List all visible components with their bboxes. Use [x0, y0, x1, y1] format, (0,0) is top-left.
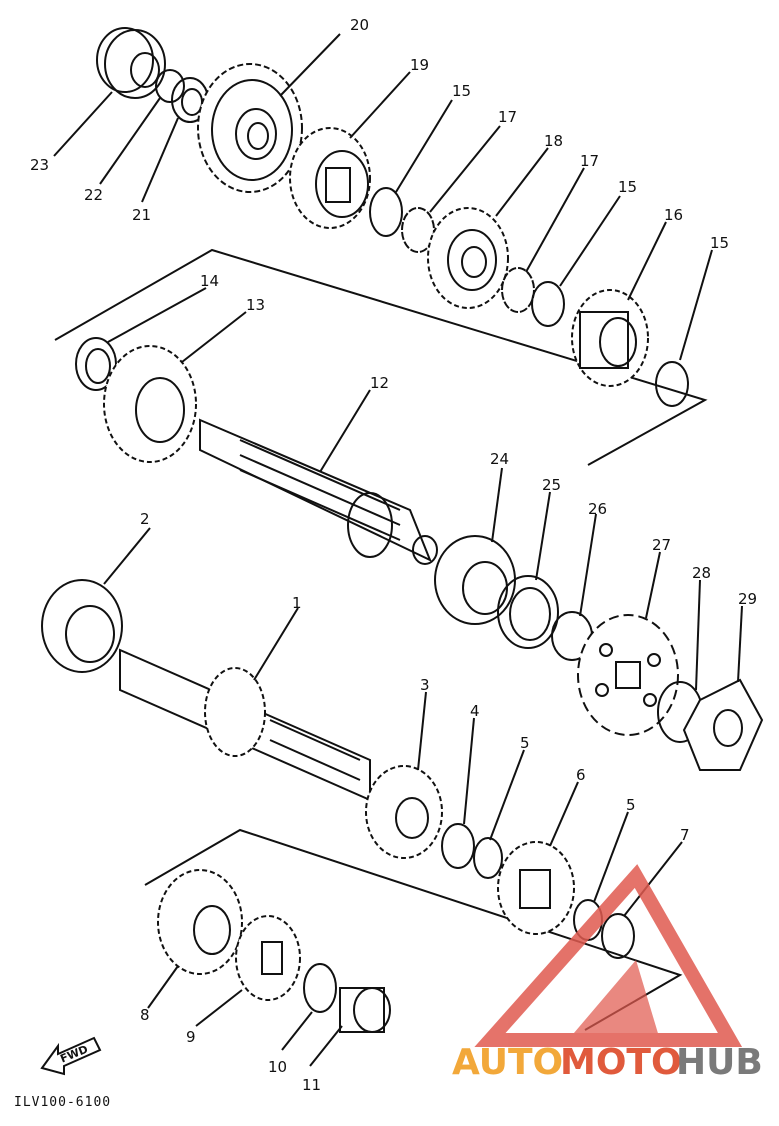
circlip-5a [473, 837, 503, 879]
watermark-text: AUTO MOTO HUB [452, 1042, 763, 1083]
callout-10: 10 [268, 1058, 287, 1076]
sprocket-27 [577, 614, 679, 736]
circlip-15a [369, 187, 403, 237]
callout-17-a: 17 [498, 108, 517, 126]
gear-8 [157, 869, 243, 975]
callout-labels: 20 19 15 17 18 17 15 16 15 23 22 21 14 1… [30, 16, 757, 1094]
callout-14: 14 [200, 272, 219, 290]
gear-6 [497, 841, 575, 935]
callout-1: 1 [292, 594, 302, 612]
callout-9: 9 [186, 1028, 196, 1046]
washer-14 [75, 337, 117, 391]
circlip-15c [655, 361, 689, 407]
callout-11: 11 [302, 1076, 321, 1094]
gear-3 [365, 765, 443, 859]
countershaft-1 [119, 648, 371, 802]
leader-lines [53, 33, 743, 1067]
washer-17b [501, 267, 535, 313]
gear-13 [103, 345, 197, 463]
gear-19 [289, 127, 371, 229]
gear-9 [235, 915, 301, 1001]
callout-13: 13 [246, 296, 265, 314]
callout-19: 19 [410, 56, 429, 74]
callout-21: 21 [132, 206, 151, 224]
group-outline-upper [54, 248, 708, 466]
watermark-auto: AUTO [452, 1042, 563, 1083]
gear-16 [571, 289, 649, 387]
callout-24: 24 [490, 450, 509, 468]
nut-29 [682, 678, 764, 771]
watermark-hub: HUB [676, 1042, 763, 1083]
bearing-2 [41, 579, 123, 673]
seal-25 [497, 575, 559, 649]
callout-3: 3 [420, 676, 430, 694]
callout-6: 6 [576, 766, 586, 784]
callout-2: 2 [140, 510, 150, 528]
circlip-22 [155, 69, 185, 103]
callout-12: 12 [370, 374, 389, 392]
washer-7 [601, 913, 635, 959]
callout-15-right: 15 [710, 234, 729, 252]
fwd-arrow-icon: FWD [40, 1036, 102, 1076]
automotohub-logo-icon [474, 864, 743, 1047]
callout-15-top: 15 [452, 82, 471, 100]
callout-26: 26 [588, 500, 607, 518]
callout-28: 28 [692, 564, 711, 582]
axle-12 [199, 418, 438, 565]
bearing-24 [434, 535, 516, 625]
bushing-11 [339, 987, 391, 1033]
washer-10 [303, 963, 337, 1013]
callout-5-a: 5 [520, 734, 530, 752]
circlip-15b [531, 281, 565, 327]
gear-18 [427, 207, 509, 309]
washer-4 [441, 823, 475, 869]
callout-20: 20 [350, 16, 369, 34]
diagram-code: ILV100-6100 [14, 1095, 111, 1110]
callout-7: 7 [680, 826, 690, 844]
callout-22: 22 [84, 186, 103, 204]
callout-15-mid: 15 [618, 178, 637, 196]
callout-25: 25 [542, 476, 561, 494]
bearing-23 [96, 27, 166, 99]
callout-17-b: 17 [580, 152, 599, 170]
callout-16: 16 [664, 206, 683, 224]
callout-29: 29 [738, 590, 757, 608]
gear-20 [197, 63, 303, 193]
callout-4: 4 [470, 702, 480, 720]
callout-8: 8 [140, 1006, 150, 1024]
callout-23: 23 [30, 156, 49, 174]
callout-27: 27 [652, 536, 671, 554]
watermark-moto: MOTO [560, 1042, 682, 1083]
callout-5-b: 5 [626, 796, 636, 814]
callout-18: 18 [544, 132, 563, 150]
